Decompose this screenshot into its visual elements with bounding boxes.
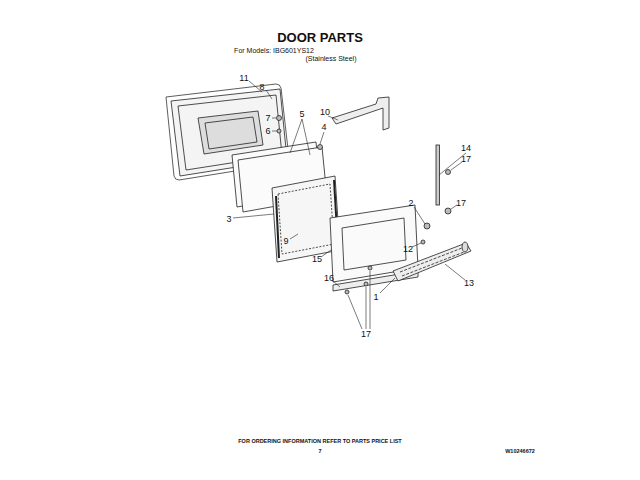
glass-spacer xyxy=(276,196,279,258)
glass-frame-inner xyxy=(278,184,334,254)
handle-bracket xyxy=(332,97,389,130)
callout-number: 13 xyxy=(463,279,475,288)
callout-number: 16 xyxy=(323,274,335,283)
inner-door-window-edge xyxy=(205,117,257,149)
model-line: For Models: IBG601YS12 xyxy=(234,47,314,54)
outer-glass-window xyxy=(342,218,406,270)
fasteners xyxy=(277,116,452,295)
bottom-vent xyxy=(393,243,471,281)
callout-number: 7 xyxy=(264,114,271,123)
finish-note: (Stainless Steel) xyxy=(306,55,357,62)
callout-number: 3 xyxy=(225,215,232,224)
callout-number: 15 xyxy=(311,255,323,264)
document-number: W10246672 xyxy=(505,449,535,455)
leader-lines xyxy=(233,81,466,329)
callout-number: 14 xyxy=(460,144,472,153)
callout-number: 6 xyxy=(264,127,271,136)
footer-note: FOR ORDERING INFORMATION REFER TO PARTS … xyxy=(238,439,401,445)
callout-number: 2 xyxy=(407,199,414,208)
callout-number: 8 xyxy=(258,83,265,92)
callout-number: 11 xyxy=(238,74,249,83)
callout-number: 1 xyxy=(372,293,379,302)
callout-number: 4 xyxy=(320,123,327,132)
callout-number: 17 xyxy=(460,155,472,164)
callout-number: 17 xyxy=(455,199,467,208)
vent-end xyxy=(462,242,468,252)
page-title: DOOR PARTS xyxy=(277,31,363,44)
callout-number: 9 xyxy=(282,237,289,246)
page-number: 7 xyxy=(318,449,321,455)
callout-number: 12 xyxy=(402,245,414,254)
callout-number: 17 xyxy=(360,330,372,339)
inner-door-window xyxy=(198,111,263,154)
callout-number: 5 xyxy=(298,110,305,119)
callout-number: 10 xyxy=(319,108,331,117)
side-bar xyxy=(436,145,440,205)
